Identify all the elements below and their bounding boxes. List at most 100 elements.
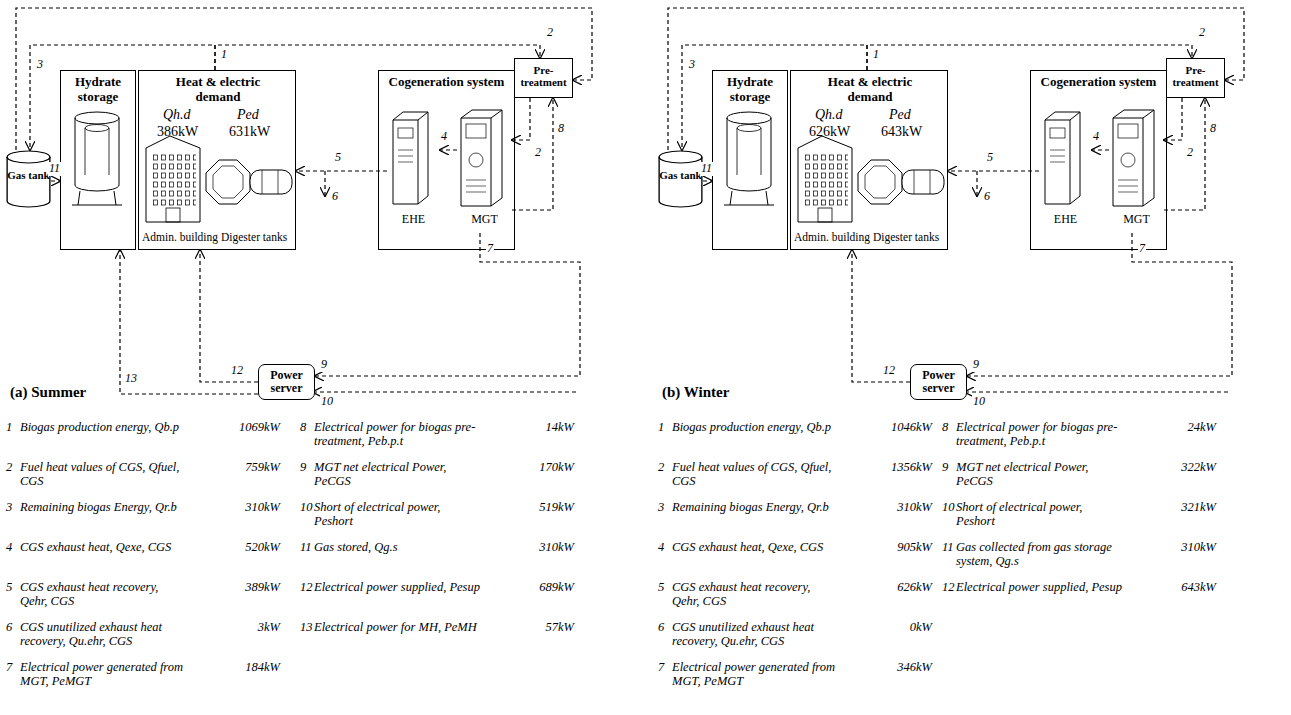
- callout-number: 6: [331, 190, 339, 204]
- key-value: 1069kW: [186, 420, 280, 434]
- callout-number: 8: [1209, 122, 1217, 136]
- node-text: 626kW: [809, 124, 850, 140]
- key-value: 14kW: [480, 420, 574, 434]
- node-text: 643kW: [881, 124, 922, 140]
- key-value: 643kW: [1122, 580, 1216, 594]
- node-title: Power server: [911, 369, 966, 395]
- equipment-box: MGT: [1109, 109, 1164, 233]
- node-title: Gas tank: [658, 169, 703, 181]
- callout-number: 7: [1138, 242, 1146, 256]
- node-text: 386kW: [157, 124, 198, 140]
- flow-arrow: [867, 45, 1192, 70]
- callout-number: 1: [872, 48, 880, 62]
- flow-arrow: [852, 250, 910, 382]
- key-value: 310kW: [480, 540, 574, 554]
- callout-number: 13: [124, 372, 138, 386]
- callout-number: 6: [983, 190, 991, 204]
- node-title: Heat & electric demand: [815, 75, 925, 105]
- key-number: 10: [942, 500, 955, 514]
- key-value: 0kW: [838, 620, 932, 634]
- key-number: 7: [6, 660, 12, 674]
- process-box: Pre-treatment: [514, 58, 573, 98]
- key-value: 689kW: [480, 580, 574, 594]
- key-value: 310kW: [1122, 540, 1216, 554]
- flow-arrow: [30, 45, 215, 150]
- key-value: 520kW: [186, 540, 280, 554]
- key-description: CGS unutilized exhaust heat recovery, Qu…: [672, 620, 838, 649]
- callout-number: 12: [230, 364, 244, 378]
- system-box: EHEMGTCogeneration system: [378, 70, 515, 250]
- node-title: Power server: [259, 369, 314, 395]
- callout-number: 3: [688, 58, 696, 72]
- callout-number: 2: [1198, 26, 1206, 40]
- callout-number: 10: [972, 395, 986, 409]
- equipment-box: MGT: [457, 109, 512, 233]
- key-value: 310kW: [838, 500, 932, 514]
- system-box: EHEMGTCogeneration system: [1030, 70, 1167, 250]
- key-number: 6: [658, 620, 664, 634]
- key-number: 13: [300, 620, 313, 634]
- node-title: Hydrate storage: [61, 75, 135, 105]
- key-value: 346kW: [838, 660, 932, 674]
- panel-title: (b) Winter: [662, 384, 729, 401]
- connectors: [16, 8, 1244, 394]
- unused-heat-arrow: [325, 171, 326, 196]
- key-description: CGS exhaust heat, Qexe, CGS: [672, 540, 838, 554]
- unused-heat-arrow: [977, 171, 978, 196]
- key-value: 626kW: [838, 580, 932, 594]
- key-number: 2: [6, 460, 12, 474]
- callout-number: 4: [1092, 130, 1100, 144]
- flow-arrow: [315, 233, 580, 376]
- node-text: Admin. building: [142, 231, 218, 244]
- key-description: Fuel heat values of CGS, Qfuel, CGS: [672, 460, 838, 489]
- callout-number: 2: [1186, 146, 1194, 160]
- demand-box: Heat & electric demandQh.d386kWPed631kWA…: [138, 70, 296, 250]
- flow-arrow: [512, 98, 553, 210]
- key-value: 322kW: [1122, 460, 1216, 474]
- node-text: Qh.d: [163, 107, 191, 123]
- key-value: 57kW: [480, 620, 574, 634]
- callout-number: 10: [320, 395, 334, 409]
- node-title: EHE: [1039, 213, 1092, 227]
- node-title: EHE: [387, 213, 440, 227]
- key-number: 7: [658, 660, 664, 674]
- key-description: Electrical power generated from MGT, PeM…: [20, 660, 186, 689]
- key-description: CGS exhaust heat recovery, Qehr, CGS: [20, 580, 186, 609]
- key-value: 759kW: [186, 460, 280, 474]
- node-title: Heat & electric demand: [163, 75, 273, 105]
- callout-number: 1: [220, 48, 228, 62]
- node-text: Admin. building: [794, 231, 870, 244]
- key-number: 12: [942, 580, 955, 594]
- key-description: Remaining biogas Energy, Qr.b: [20, 500, 186, 514]
- panel-icons: [724, 110, 1154, 222]
- key-number: 2: [658, 460, 664, 474]
- key-description: Electrical power supplied, Pesup: [956, 580, 1122, 594]
- flow-arrow: [215, 45, 540, 70]
- node-text: 631kW: [229, 124, 270, 140]
- key-number: 6: [6, 620, 12, 634]
- storage-box: Hydrate storage: [712, 70, 788, 250]
- key-number: 10: [300, 500, 313, 514]
- callout-number: 7: [486, 242, 494, 256]
- key-description: Electrical power for biogas pre-treatmen…: [956, 420, 1122, 449]
- key-number: 9: [942, 460, 948, 474]
- callout-number: 4: [440, 130, 448, 144]
- key-value: 3kW: [186, 620, 280, 634]
- node-text: Ped: [889, 107, 911, 123]
- key-value: 310kW: [186, 500, 280, 514]
- key-value: 184kW: [186, 660, 280, 674]
- key-value: 389kW: [186, 580, 280, 594]
- callout-number: 3: [36, 58, 44, 72]
- key-number: 3: [658, 500, 664, 514]
- key-description: Short of electrical power, Peshort: [314, 500, 480, 529]
- key-number: 5: [658, 580, 664, 594]
- node-title: Hydrate storage: [713, 75, 787, 105]
- demand-box: Heat & electric demandQh.d626kW Ped643kW A…: [790, 70, 948, 250]
- node-title: Gas tank: [6, 169, 51, 181]
- node-title: MGT: [1109, 213, 1164, 227]
- flow-arrow: [703, 180, 712, 181]
- flow-arrow: [440, 149, 457, 150]
- key-value: 24kW: [1122, 420, 1216, 434]
- node-text: Qh.d: [815, 107, 843, 123]
